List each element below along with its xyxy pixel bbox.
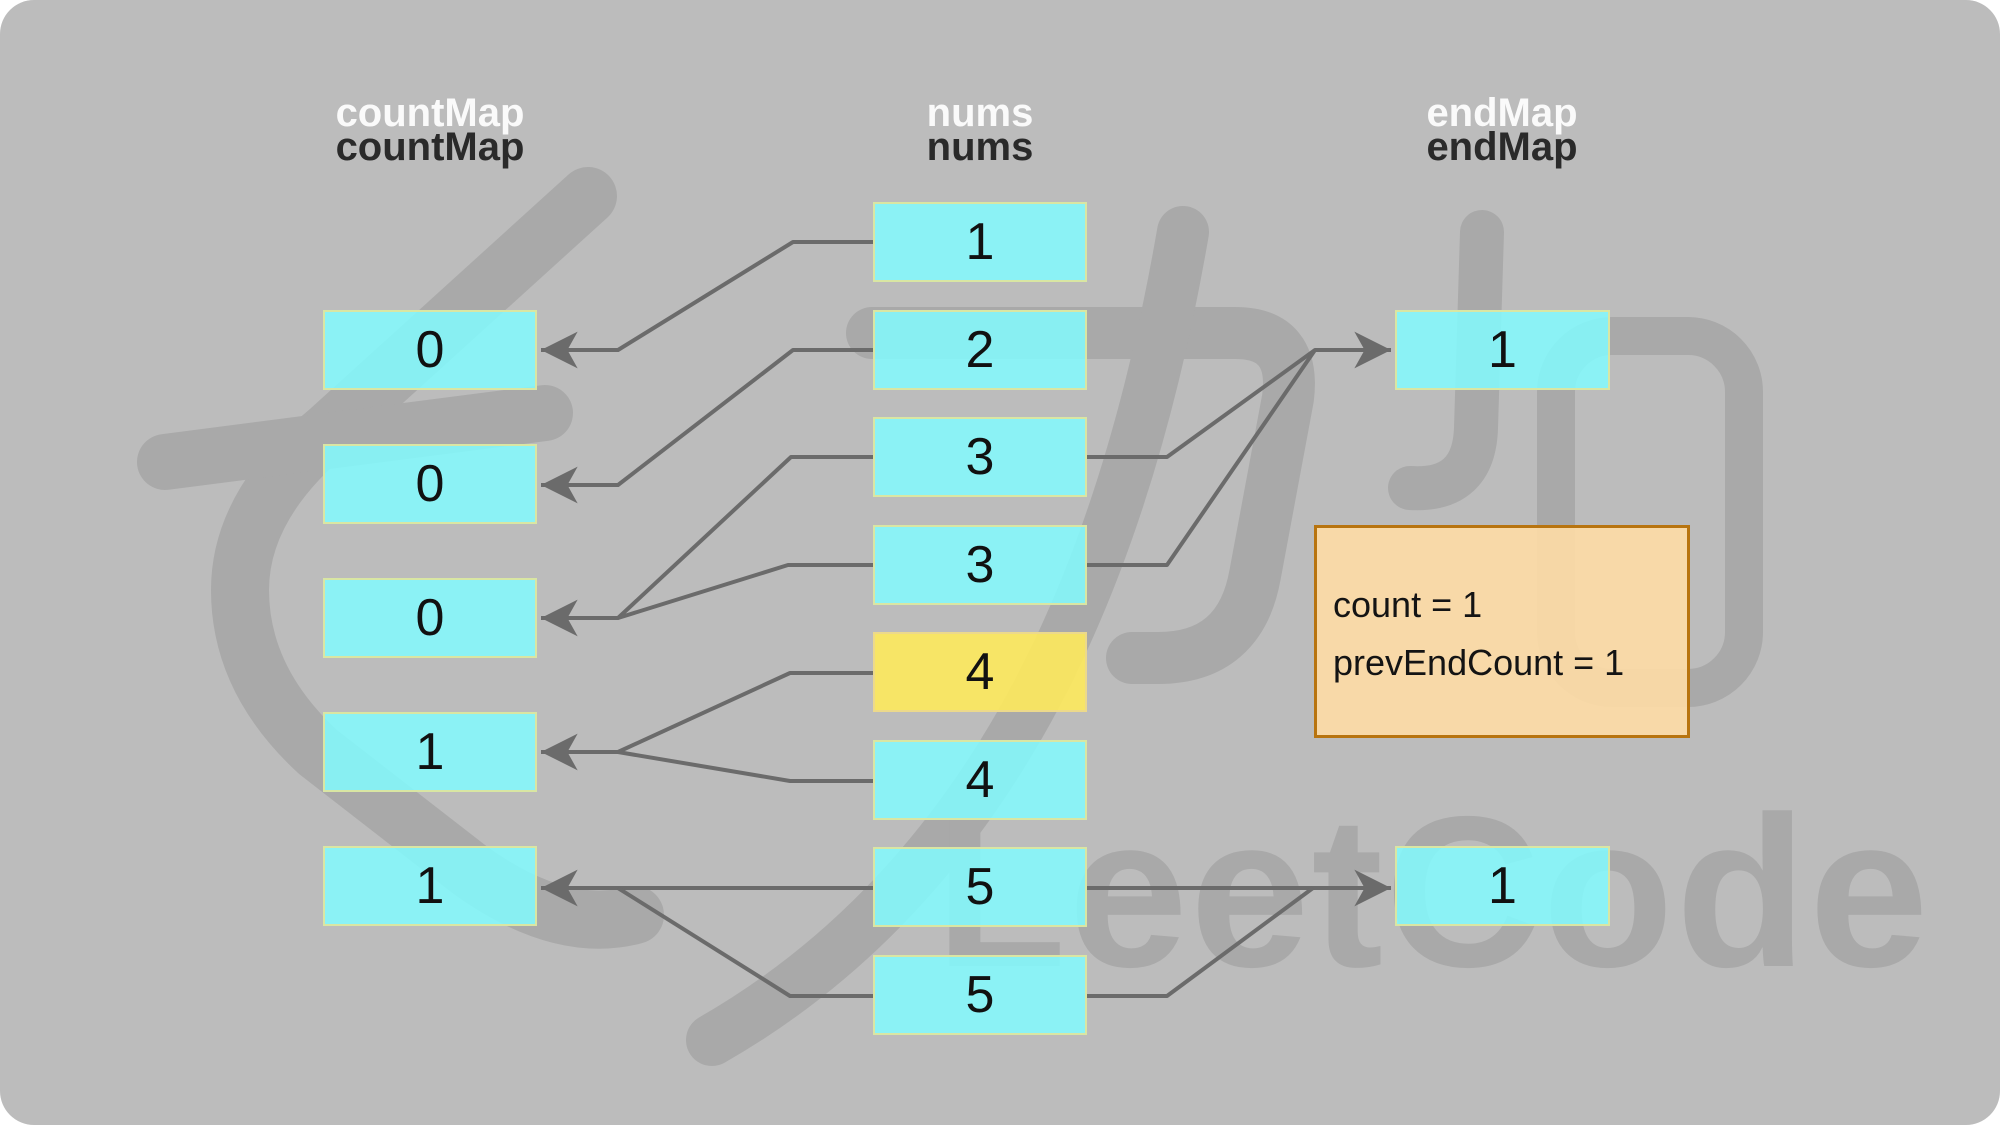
nums-cell-7: 5 bbox=[873, 847, 1087, 927]
countmap-cell-1-value: 0 bbox=[415, 321, 445, 379]
countmap-cell-2: 0 bbox=[323, 444, 537, 524]
nums-cell-2-value: 2 bbox=[965, 321, 995, 379]
arrow-layer bbox=[541, 240, 1391, 998]
nums-cell-5-highlighted: 4 bbox=[873, 632, 1087, 712]
countmap-cell-5: 1 bbox=[323, 846, 537, 926]
nums-cell-8: 5 bbox=[873, 955, 1087, 1035]
nums-cell-3: 3 bbox=[873, 417, 1087, 497]
countmap-cell-4-value: 1 bbox=[415, 723, 445, 781]
header-nums: nums nums bbox=[820, 91, 1140, 169]
countmap-cell-3: 0 bbox=[323, 578, 537, 658]
arrow-nums4-to-endmap1 bbox=[1087, 348, 1317, 567]
header-countmap-dark: countMap bbox=[335, 125, 525, 169]
arrow-nums4-to-countmap3 bbox=[617, 563, 873, 620]
nums-cell-4-value: 3 bbox=[965, 536, 995, 594]
countmap-cell-3-value: 0 bbox=[415, 589, 445, 647]
nums-cell-7-value: 5 bbox=[965, 858, 995, 916]
watermark-li-sweep-stroke-icon bbox=[686, 206, 1209, 1066]
state-count-line: count = 1 bbox=[1333, 584, 1483, 625]
arrow-nums8-to-countmap5 bbox=[616, 886, 873, 998]
watermark-bracket-icon bbox=[211, 167, 664, 949]
leetcode-watermark bbox=[137, 167, 1763, 1066]
nums-cell-3-value: 3 bbox=[965, 428, 995, 486]
arrow-nums2-to-countmap2 bbox=[541, 348, 873, 504]
header-endmap-dark: endMap bbox=[1426, 125, 1578, 169]
nums-cell-2: 2 bbox=[873, 310, 1087, 390]
arrow-nums5-to-countmap4 bbox=[541, 671, 873, 771]
countmap-cell-5-value: 1 bbox=[415, 857, 445, 915]
endmap-cell-1: 1 bbox=[1395, 310, 1610, 390]
countmap-cell-2-value: 0 bbox=[415, 455, 445, 513]
nums-cell-4: 3 bbox=[873, 525, 1087, 605]
watermark-li-hook-stroke-icon bbox=[846, 307, 1315, 684]
endmap-cell-2: 1 bbox=[1395, 846, 1610, 926]
header-countmap: countMap countMap bbox=[270, 91, 590, 169]
header-countmap-white: countMap bbox=[335, 91, 525, 135]
watermark-bracket-bar-icon bbox=[137, 385, 573, 490]
countmap-cell-4: 1 bbox=[323, 712, 537, 792]
endmap-cell-1-value: 1 bbox=[1488, 321, 1517, 379]
header-nums-white: nums bbox=[926, 91, 1034, 135]
arrow-nums8-to-endmap2 bbox=[1087, 886, 1315, 998]
arrow-nums3-to-endmap1 bbox=[1087, 331, 1391, 459]
arrow-nums6-to-countmap4 bbox=[617, 750, 873, 783]
state-prevendcount-line: prevEndCount = 1 bbox=[1333, 642, 1625, 683]
nums-cell-1-value: 1 bbox=[965, 213, 995, 271]
arrow-nums1-to-countmap1 bbox=[541, 240, 873, 369]
watermark-vertical-hook-icon bbox=[1388, 210, 1504, 511]
header-endmap: endMap endMap bbox=[1342, 91, 1662, 169]
nums-cell-6: 4 bbox=[873, 740, 1087, 820]
countmap-cell-1: 0 bbox=[323, 310, 537, 390]
nums-cell-1: 1 bbox=[873, 202, 1087, 282]
nums-cell-6-value: 4 bbox=[965, 751, 995, 809]
header-endmap-white: endMap bbox=[1426, 91, 1578, 135]
endmap-cell-2-value: 1 bbox=[1488, 857, 1517, 915]
nums-cell-8-value: 5 bbox=[965, 966, 995, 1024]
header-nums-dark: nums bbox=[926, 125, 1034, 169]
state-info-box: count = 1 prevEndCount = 1 bbox=[1314, 525, 1690, 738]
nums-cell-5-value: 4 bbox=[965, 643, 995, 701]
arrow-nums3-to-countmap3 bbox=[541, 455, 873, 637]
